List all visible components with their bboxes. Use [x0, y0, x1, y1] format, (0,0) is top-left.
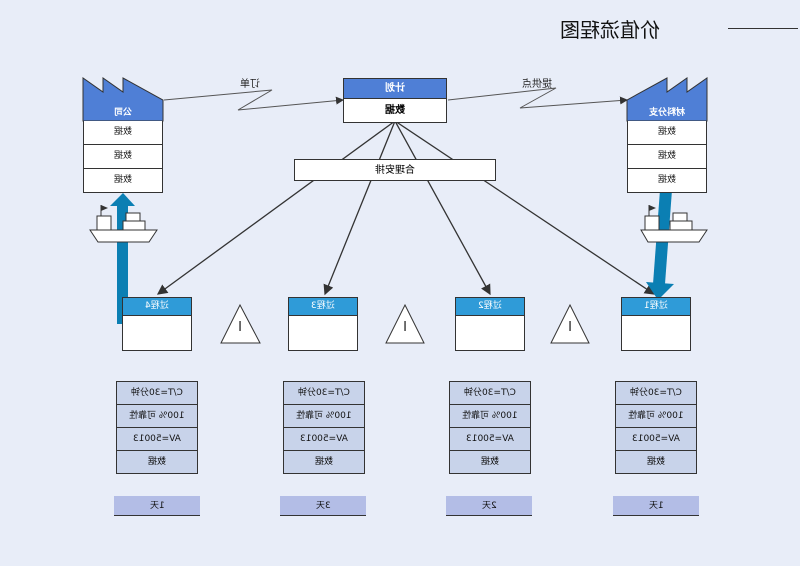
process-data-box: C/T=30分钟 100% 可靠性 AV=50013 数据 [116, 381, 198, 474]
process-data-box: C/T=30分钟 100% 可靠性 AV=50013 数据 [449, 381, 531, 474]
inventory-label: I [568, 320, 572, 335]
supplier-data-cell: 数据 [83, 121, 163, 145]
shipment-in-head [646, 282, 674, 300]
supply-flow-label: 提供点 [522, 79, 552, 90]
plan-body: 数据 [385, 105, 405, 116]
process-box[interactable]: 过程2 [455, 297, 525, 351]
process-data-box: C/T=30分钟 100% 可靠性 AV=50013 数据 [615, 381, 697, 474]
reliability: 100% 可靠性 [450, 405, 530, 428]
data-row: 数据 [147, 457, 166, 467]
data-row: 数据 [646, 457, 665, 467]
customer-data-cell: 数据 [627, 121, 707, 145]
timeline-segment: 2天 [446, 496, 532, 516]
reliability: 100% 可靠性 [284, 405, 364, 428]
shipment-out-head [110, 193, 135, 206]
data-row: 数据 [314, 457, 333, 467]
customer-data-cell: 数据 [627, 145, 707, 169]
order-info-flow [163, 89, 344, 111]
cycle-time: C/T=30分钟 [616, 382, 696, 405]
process-header: 过程4 [123, 298, 191, 316]
customer-factory[interactable]: 材料分支 数据 数据 数据 [627, 78, 707, 193]
shipment-out-shaft [117, 206, 128, 324]
schedule-line-2 [394, 120, 491, 296]
cycle-time: C/T=30分钟 [450, 382, 530, 405]
process-header: 过程3 [289, 298, 357, 316]
order-flow-label: 订单 [240, 79, 260, 90]
supplier-data-cell: 数据 [83, 145, 163, 169]
reliability: 100% 可靠性 [117, 405, 197, 428]
supplier-factory[interactable]: 公司 数据 数据 数据 [83, 78, 163, 193]
data-row: 数据 [480, 457, 499, 467]
process-box[interactable]: 过程1 [621, 297, 691, 351]
cycle-time: C/T=30分钟 [117, 382, 197, 405]
process-data-box: C/T=30分钟 100% 可靠性 AV=50013 数据 [283, 381, 365, 474]
schedule-line-3 [323, 120, 396, 296]
timeline-segment: 1天 [114, 496, 200, 516]
process-box[interactable]: 过程4 [122, 297, 192, 351]
arrange-box[interactable]: 合理安排 [294, 159, 496, 181]
schedule-line-1 [394, 120, 656, 295]
availability: AV=50013 [284, 428, 364, 451]
ship-left-icon [89, 205, 158, 243]
supplier-name: 公司 [113, 108, 132, 118]
inventory-label: I [403, 320, 407, 335]
supply-info-flow [447, 87, 628, 109]
availability: AV=50013 [616, 428, 696, 451]
cycle-time: C/T=30分钟 [284, 382, 364, 405]
process-box[interactable]: 过程3 [288, 297, 358, 351]
inventory-label: I [238, 320, 242, 335]
inventory-triangle-3 [550, 303, 590, 344]
customer-data-cell: 数据 [627, 169, 707, 193]
plan-header: 计划 [344, 79, 446, 99]
availability: AV=50013 [117, 428, 197, 451]
title-underline [728, 28, 798, 29]
ship-right-icon [640, 205, 708, 243]
supplier-data-cell: 数据 [83, 169, 163, 193]
availability: AV=50013 [450, 428, 530, 451]
customer-factory-roof [626, 77, 708, 122]
process-header: 过程2 [456, 298, 524, 316]
schedule-line-4 [156, 120, 396, 295]
customer-name: 材料分支 [648, 108, 685, 118]
production-plan-box[interactable]: 计划 数据 [343, 78, 447, 123]
process-header: 过程1 [622, 298, 690, 316]
supplier-factory-roof [82, 77, 164, 122]
reliability: 100% 可靠性 [616, 405, 696, 428]
timeline-segment: 1天 [613, 496, 699, 516]
timeline-segment: 3天 [280, 496, 366, 516]
inventory-triangle-2 [385, 303, 425, 344]
inventory-triangle-1 [220, 303, 261, 344]
